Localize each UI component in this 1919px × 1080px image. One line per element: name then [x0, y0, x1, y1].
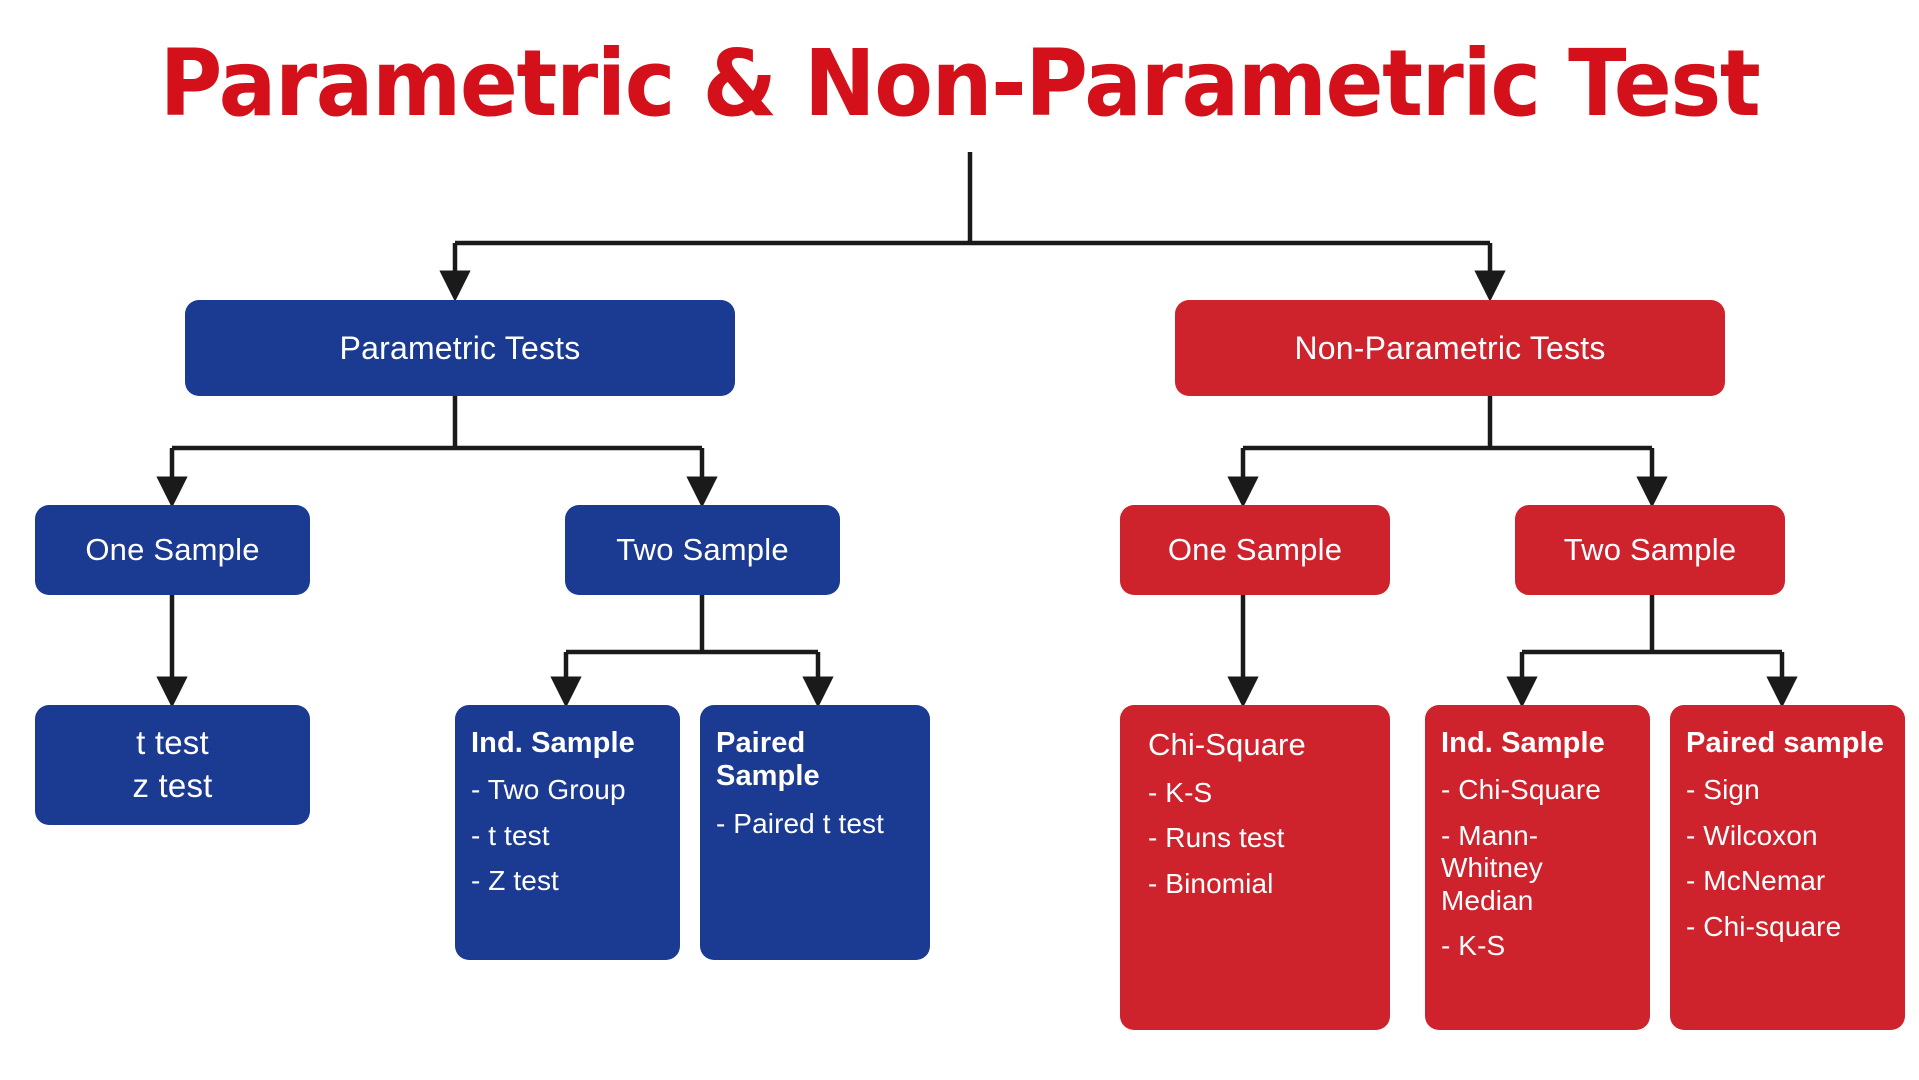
node-nonparam-one-sample[interactable]: One Sample: [1120, 505, 1390, 595]
node-param-ind-sample[interactable]: Ind. Sample - Two Group - t test - Z tes…: [455, 705, 680, 960]
list-item: - Binomial: [1148, 867, 1274, 899]
node-parametric-tests-label: Parametric Tests: [339, 329, 581, 366]
node-param-one-sample[interactable]: One Sample: [35, 505, 310, 595]
list-item: - t test: [471, 819, 550, 851]
list-item: - McNemar: [1686, 865, 1826, 897]
list-item: - Chi-Square: [1441, 774, 1601, 806]
node-nonparametric-tests[interactable]: Non-Parametric Tests: [1175, 300, 1725, 396]
list-item: - Mann-Whitney Median: [1441, 819, 1543, 916]
node-nonparam-two-sample-label: Two Sample: [1563, 532, 1737, 568]
list-item: - Two Group: [471, 774, 626, 806]
list-item: - K-S: [1441, 930, 1506, 962]
node-param-paired-sample[interactable]: Paired Sample - Paired t test: [700, 705, 930, 960]
node-nonparam-chi-square-heading: Chi-Square: [1148, 727, 1306, 762]
list-item: - K-S: [1148, 776, 1213, 808]
node-param-one-sample-label: One Sample: [85, 532, 260, 568]
node-param-t-test-label: t test: [136, 724, 209, 762]
page-title: Parametric & Non-Parametric Test: [159, 30, 1761, 137]
list-item: - Chi-square: [1686, 910, 1842, 942]
node-param-paired-sample-heading: Paired Sample: [716, 727, 820, 793]
node-param-two-sample-label: Two Sample: [616, 532, 789, 568]
node-param-z-test-label: z test: [132, 767, 213, 804]
node-parametric-tests[interactable]: Parametric Tests: [185, 300, 735, 396]
list-item: - Paired t test: [716, 807, 885, 839]
list-item: - Sign: [1686, 774, 1760, 806]
list-item: - Wilcoxon: [1686, 819, 1818, 851]
node-nonparam-chi-square[interactable]: Chi-Square - K-S - Runs test - Binomial: [1120, 705, 1390, 1030]
node-nonparam-ind-sample-heading: Ind. Sample: [1441, 727, 1605, 759]
list-item: - Runs test: [1148, 822, 1285, 854]
node-nonparam-paired-sample[interactable]: Paired sample - Sign - Wilcoxon - McNema…: [1670, 705, 1905, 1030]
list-item: - Z test: [471, 865, 559, 897]
node-nonparam-two-sample[interactable]: Two Sample: [1515, 505, 1785, 595]
node-param-ind-sample-heading: Ind. Sample: [471, 727, 635, 759]
node-nonparam-paired-sample-heading: Paired sample: [1686, 727, 1884, 759]
node-param-two-sample[interactable]: Two Sample: [565, 505, 840, 595]
node-param-t-z-test[interactable]: t test z test: [35, 705, 310, 825]
node-nonparametric-tests-label: Non-Parametric Tests: [1294, 329, 1606, 366]
node-nonparam-ind-sample[interactable]: Ind. Sample - Chi-Square - Mann-Whitney …: [1425, 705, 1650, 1030]
node-nonparam-one-sample-label: One Sample: [1167, 532, 1343, 568]
